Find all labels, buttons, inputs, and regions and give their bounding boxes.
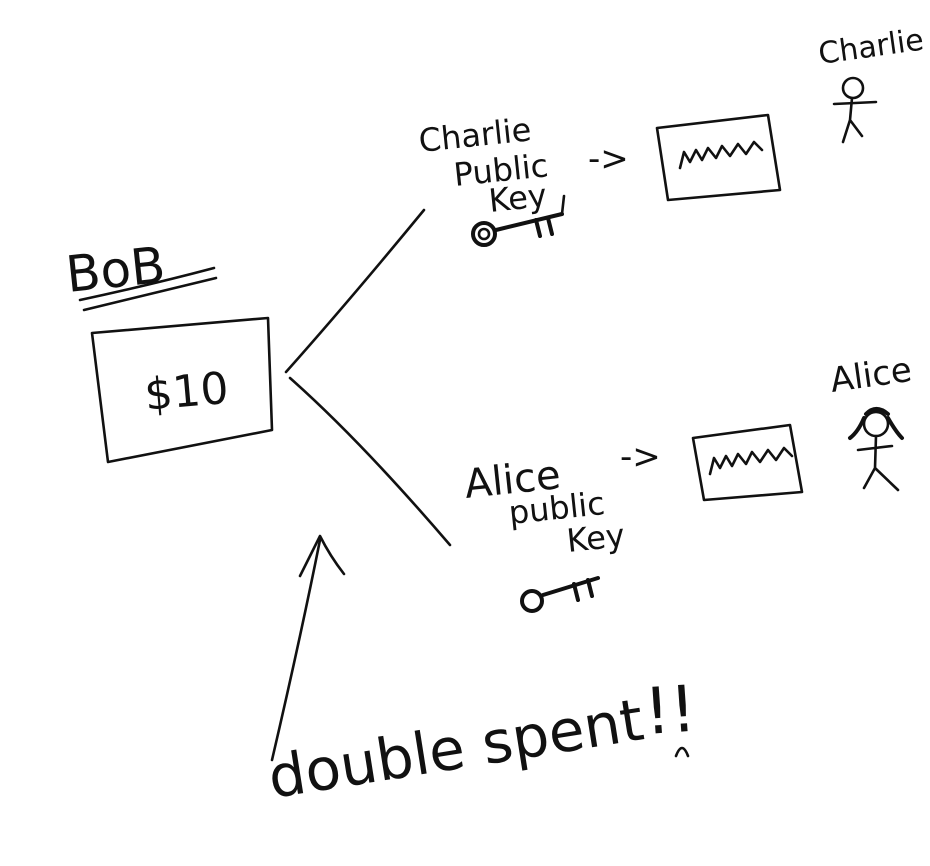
alice-signature-squiggle (708, 446, 794, 476)
charlie-signature-squiggle (678, 140, 764, 170)
charlie-message-box (655, 113, 782, 202)
sender-wallet-box (90, 316, 274, 464)
sender-name-underline-1 (78, 266, 216, 302)
charlie-key-icon (471, 194, 566, 247)
fork-line-to-charlie (284, 208, 426, 374)
charlie-stick-figure-icon (832, 76, 878, 144)
alice-message-box (691, 423, 804, 502)
sad-face-icon (674, 746, 690, 758)
alice-name: Alice (828, 350, 915, 401)
alice-key-label-line1: Alice (462, 452, 562, 508)
sender-amount: $10 (143, 363, 231, 421)
sender-name-underline-2 (82, 276, 218, 312)
alice-key-label-line3: Key (565, 516, 627, 560)
double-spent-arrow (270, 538, 322, 762)
alice-stick-figure-icon (848, 407, 904, 492)
double-spent-text: double spent (264, 685, 648, 811)
charlie-key-label-line3: Key (487, 176, 549, 220)
charlie-name: Charlie (816, 23, 926, 72)
fork-line-to-alice (288, 376, 452, 547)
alice-arrow: -> (620, 437, 661, 477)
charlie-arrow: -> (588, 139, 629, 179)
double-spent-exclamation: !! (642, 673, 698, 750)
alice-key-icon (520, 576, 600, 613)
double-spent-arrowhead (298, 534, 346, 578)
